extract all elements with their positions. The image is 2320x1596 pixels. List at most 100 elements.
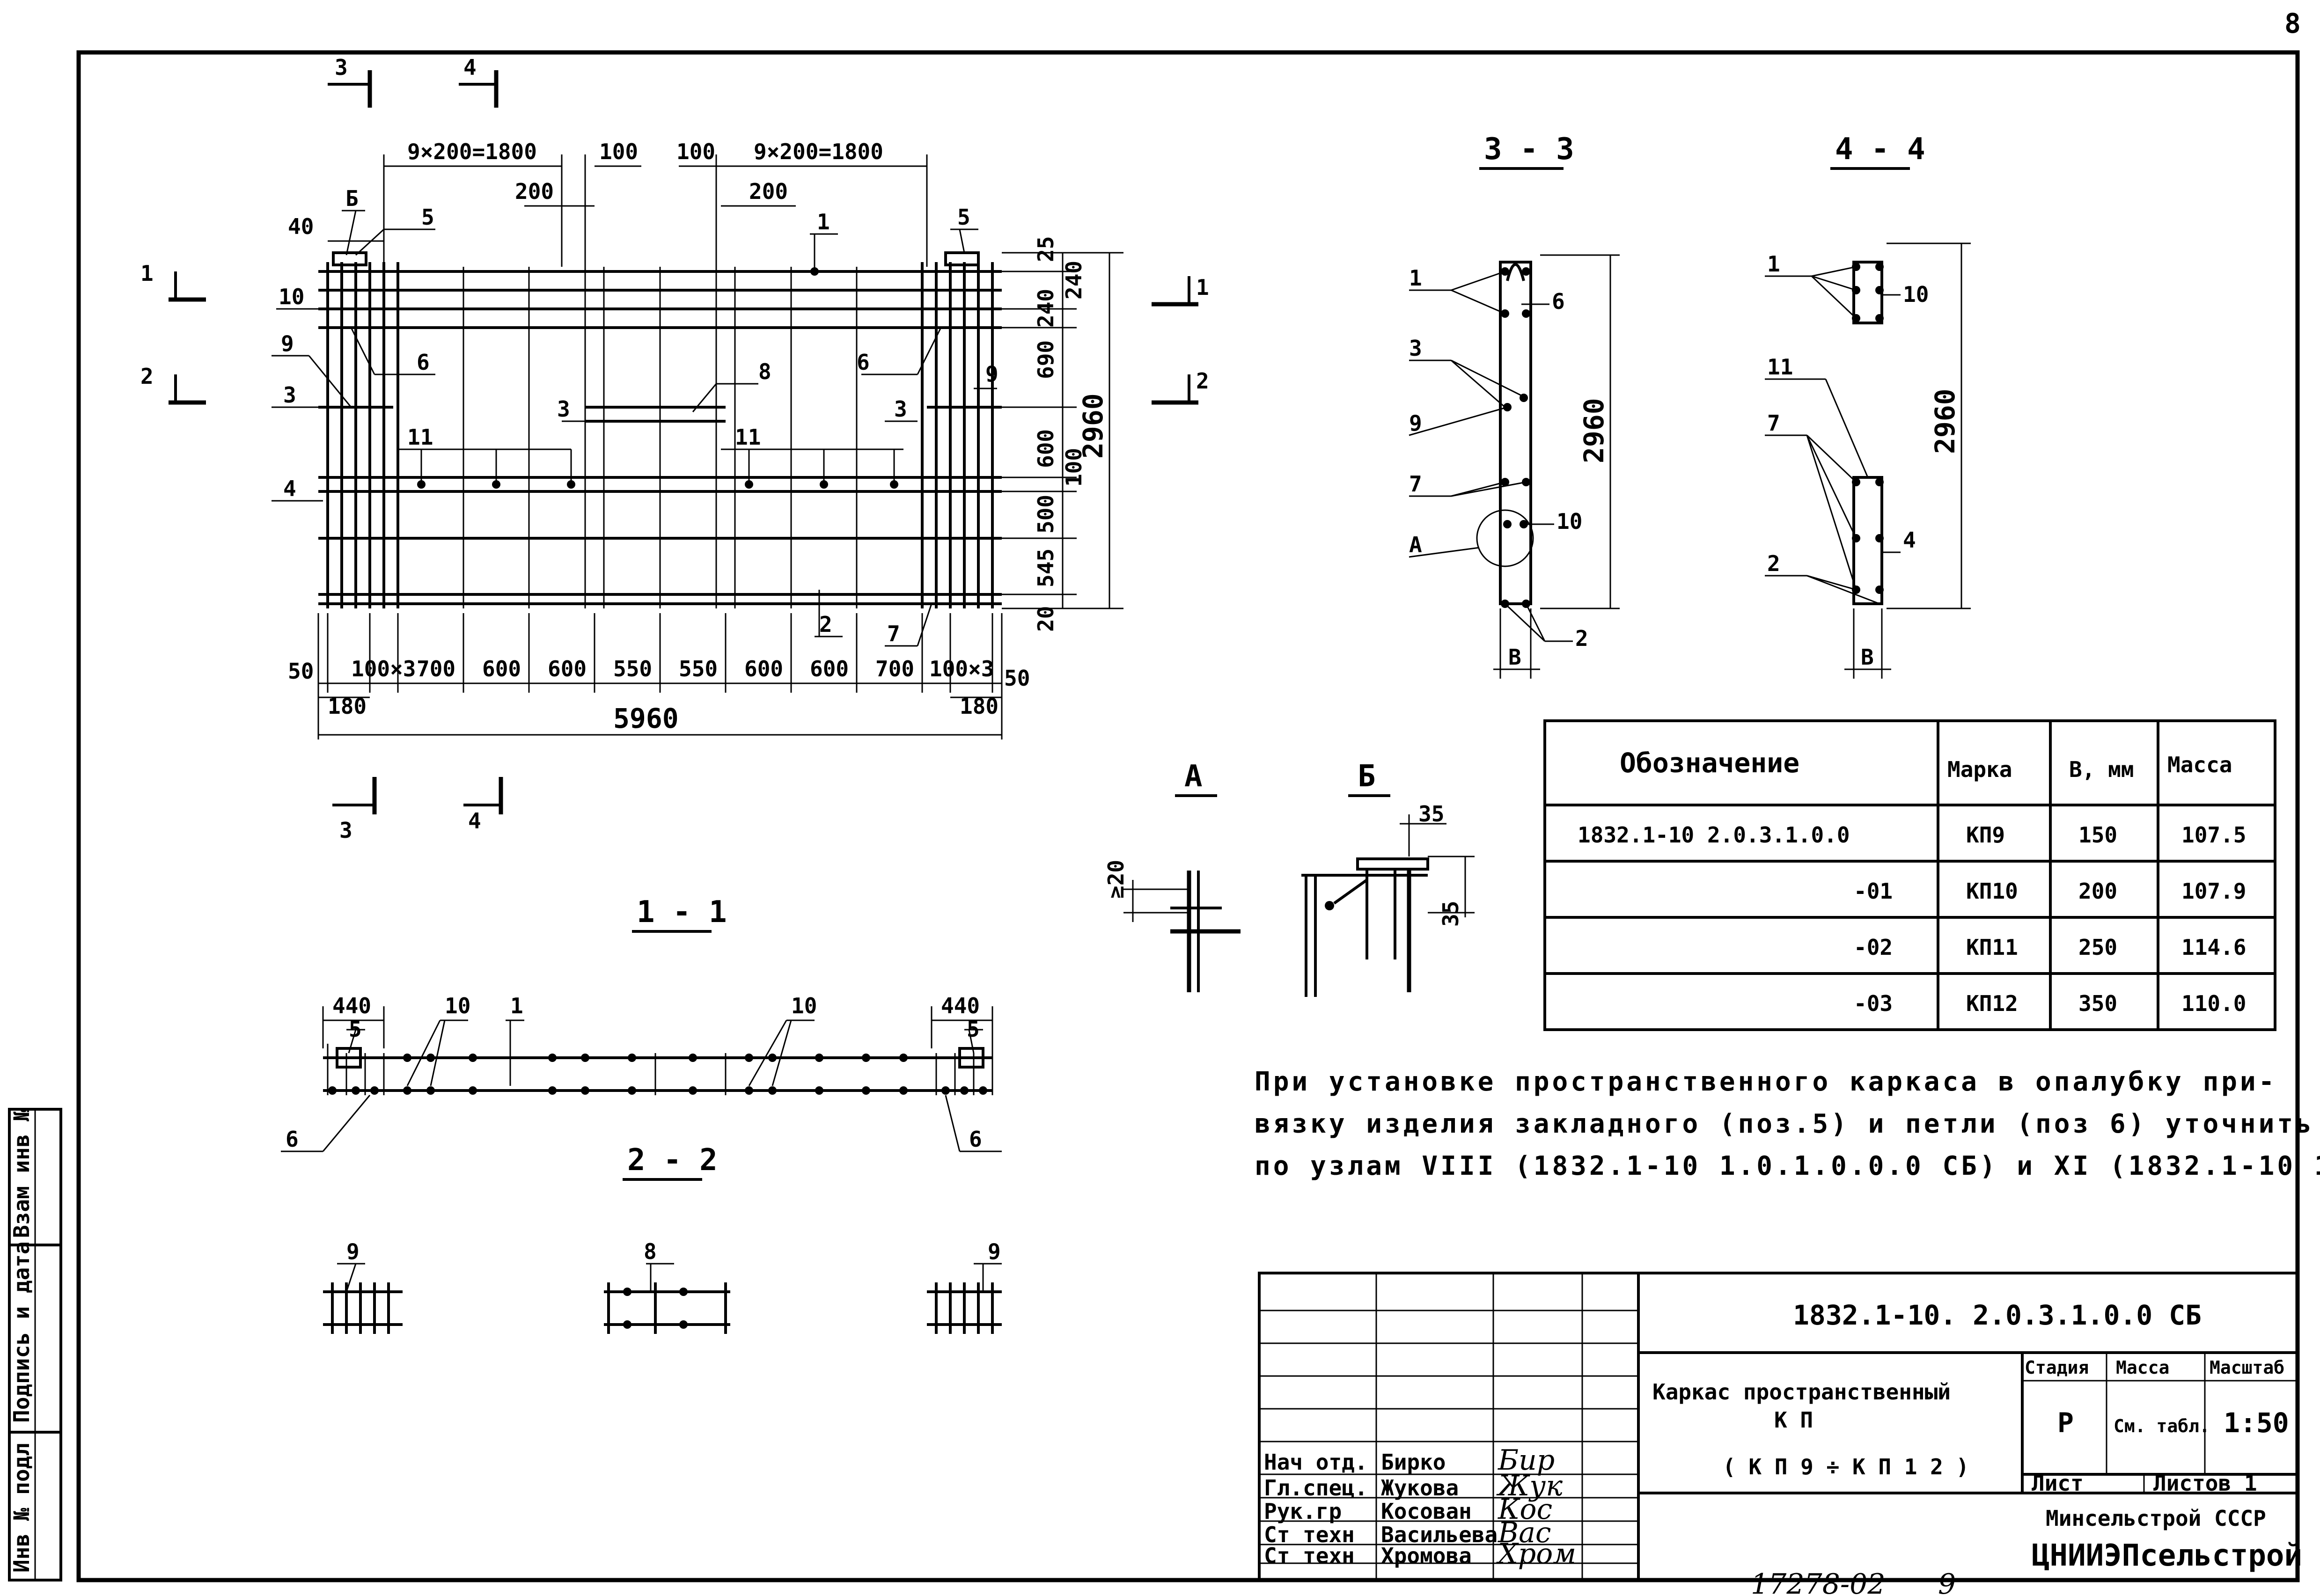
callout-7: 7 xyxy=(887,621,900,646)
svg-text:1: 1 xyxy=(1196,275,1209,300)
tb-staff-3-role: Рук.гр xyxy=(1264,1499,1342,1524)
tb-staff-3-name: Косован xyxy=(1381,1499,1472,1524)
dim-right-20: 20 xyxy=(1033,606,1058,632)
section-2-2: 2 - 2 9 8 9 xyxy=(323,1143,1002,1334)
dim-right-690: 690 xyxy=(1033,340,1058,379)
spec-row-4-mark: КП12 xyxy=(1966,991,2018,1016)
spec-row-2-mark: КП10 xyxy=(1966,879,2018,904)
s33-label-7: 7 xyxy=(1409,471,1422,497)
svg-text:2: 2 xyxy=(140,364,154,389)
section-mark-1-right: 1 xyxy=(1152,275,1209,307)
spec-row-2-width: 200 xyxy=(2078,879,2117,904)
dim-bottom-550b: 550 xyxy=(679,656,718,681)
section-1-1-title: 1 - 1 xyxy=(637,895,727,930)
s11-label-1: 1 xyxy=(510,993,523,1018)
side-stamp-cell-3: Взам инв № xyxy=(9,1108,34,1238)
spec-header-mark: Марка xyxy=(1947,757,2012,782)
s33-label-1: 1 xyxy=(1409,265,1422,291)
dim-top-100b: 100 xyxy=(676,139,715,164)
note-line-3: по узлам VIII (1832.1-10 1.0.1.0.0.0 СБ)… xyxy=(1255,1151,2320,1181)
section-4-4: 4 - 4 1 10 11 7 4 2 2960 xyxy=(1765,132,1971,679)
section-1-1: 1 - 1 xyxy=(281,895,1002,1152)
detail-b: Б 35 35 xyxy=(1301,759,1475,997)
spec-row-4-mass: 110.0 xyxy=(2181,991,2246,1016)
s11-label-6-right: 6 xyxy=(969,1127,982,1152)
callout-8: 8 xyxy=(758,359,771,384)
s44-width: В xyxy=(1861,644,1874,670)
dim-bottom-100x3b: 100×3 xyxy=(929,656,994,681)
spec-table: Обозначение Марка В, мм Масса 1832.1-10 … xyxy=(1543,719,2276,1031)
dim-right-100: 100 xyxy=(1061,448,1087,487)
spec-row-2-mass: 107.9 xyxy=(2181,879,2246,904)
svg-text:4: 4 xyxy=(468,808,481,834)
dim-top-left: 9×200=1800 xyxy=(407,139,537,164)
callout-b: Б xyxy=(345,186,359,211)
dim-top-right: 9×200=1800 xyxy=(754,139,883,164)
s33-label-a: А xyxy=(1409,532,1422,557)
section-mark-4-bottom: 4 xyxy=(463,777,503,834)
callout-2: 2 xyxy=(819,612,832,637)
s44-label-11: 11 xyxy=(1767,354,1793,380)
dim-right-500: 500 xyxy=(1033,495,1058,534)
dim-right-25: 25 xyxy=(1033,236,1058,262)
dim-bottom-100x3a: 100×3 xyxy=(351,656,416,681)
callout-11-right: 11 xyxy=(735,425,761,450)
dim-bottom-550a: 550 xyxy=(613,656,652,681)
s22-cage-right xyxy=(927,1263,1002,1334)
callout-9-right: 9 xyxy=(985,361,998,387)
dim-bottom-600b: 600 xyxy=(548,656,587,681)
callout-5-right: 5 xyxy=(957,205,970,230)
dim-bottom-700a: 700 xyxy=(417,656,455,681)
tb-sheets-label: Листов 1 xyxy=(2153,1471,2257,1496)
dim-right-545: 545 xyxy=(1033,549,1058,587)
detail-a-dim: ≥20 xyxy=(1103,860,1129,899)
tb-sheet-label: Лист xyxy=(2032,1471,2084,1496)
dim-right-240a: 240 xyxy=(1061,261,1087,300)
spec-row-2-designation: -01 xyxy=(1854,879,1893,904)
detail-b-title: Б xyxy=(1358,759,1376,794)
tb-scale-label: Масштаб xyxy=(2210,1357,2284,1378)
dim-top-40: 40 xyxy=(288,214,314,239)
tb-staff-2-name: Жукова xyxy=(1381,1475,1459,1501)
tb-doc-code: 1832.1-10. 2.0.3.1.0.0 СБ xyxy=(1793,1299,2202,1331)
section-3-3-title: 3 - 3 xyxy=(1484,132,1574,167)
side-stamp-cell-1: Инв № подл xyxy=(9,1443,34,1573)
s11-label-6-left: 6 xyxy=(286,1127,299,1152)
dim-bottom-600c: 600 xyxy=(744,656,783,681)
spec-header-width: В, мм xyxy=(2069,757,2134,782)
tb-staff-1-sign: Бир xyxy=(1498,1444,1555,1477)
svg-text:3: 3 xyxy=(335,55,348,80)
section-2-2-title: 2 - 2 xyxy=(627,1143,718,1178)
spec-header-designation: Обозначение xyxy=(1620,747,1799,779)
side-stamp: Инв № подл Подпись и дата Взам инв № xyxy=(8,1108,62,1581)
s44-label-10: 10 xyxy=(1903,282,1929,307)
note-line-2: вязку изделия закладного (поз.5) и петли… xyxy=(1255,1109,2314,1139)
s33-label-6: 6 xyxy=(1552,289,1565,314)
spec-row-4-designation: -03 xyxy=(1854,991,1893,1016)
general-note: При установке пространственного каркаса … xyxy=(1255,1067,2320,1181)
corner-number: 8 xyxy=(2284,7,2301,39)
callout-9-left: 9 xyxy=(281,331,294,356)
detail-a: А ≥20 xyxy=(1103,759,1241,992)
tb-stage-value: Р xyxy=(2057,1407,2074,1439)
section-mark-1-left: 1 xyxy=(140,261,206,302)
dim-top-200b: 200 xyxy=(749,179,788,204)
spec-row-3-mark: КП11 xyxy=(1966,935,2018,960)
tb-stage-label: Стадия xyxy=(2025,1357,2089,1378)
s11-dim-left: 440 xyxy=(332,993,371,1018)
section-mark-4-top: 4 xyxy=(459,55,499,108)
spec-row-1-designation: 1832.1-10 2.0.3.1.0.0 xyxy=(1578,822,1850,848)
callout-3-mid: 3 xyxy=(557,396,570,422)
section-mark-2-right: 2 xyxy=(1152,368,1209,405)
dim-bottom-600d: 600 xyxy=(810,656,849,681)
bottom-sheet-index: 9 xyxy=(1938,1568,1956,1596)
tb-staff-5-role: Ст техн xyxy=(1264,1543,1355,1568)
tb-name-2: К П xyxy=(1774,1407,1813,1433)
tb-staff-4-sign: Вас xyxy=(1498,1516,1551,1549)
detail-a-title: А xyxy=(1184,759,1203,794)
tb-staff-4-role: Ст техн xyxy=(1264,1522,1355,1547)
s33-label-3: 3 xyxy=(1409,336,1422,361)
bottom-archive-number: 17278-02 xyxy=(1751,1568,1886,1596)
dim-overall-length: 5960 xyxy=(613,703,679,734)
dim-edge-180b: 180 xyxy=(960,694,998,719)
